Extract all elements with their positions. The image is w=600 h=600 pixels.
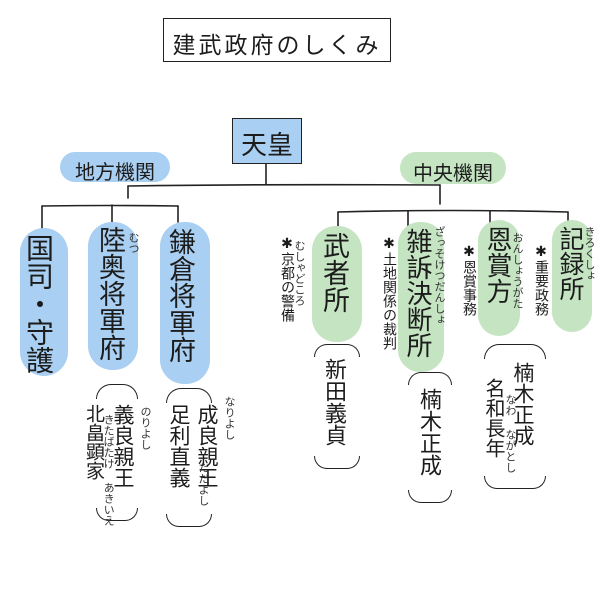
norinaga-shinno: 義良親王	[111, 404, 135, 488]
mushadokoro-duty: 京都の警備	[279, 252, 295, 322]
kirokusho-duty-star: ✱	[533, 244, 549, 260]
ashikaga-tadayoshi: 足利直義	[167, 404, 191, 488]
mutsu-ruby: むつ	[127, 232, 140, 254]
nitta-yoshisada: 新田義貞	[321, 358, 346, 446]
norinaga-ruby: のりよし	[139, 406, 152, 450]
central-highlight	[400, 152, 506, 184]
mushadokoro-duty-star: ✱	[279, 236, 295, 252]
kamakura-members-close	[166, 514, 212, 527]
kitabatake-ruby: きたばたけ あきいえ	[102, 414, 116, 526]
title-box: 建武政府のしくみ	[163, 18, 391, 62]
kusunoki1-bracket-open	[408, 372, 452, 385]
mushadokoro-highlight	[312, 226, 362, 342]
kitabatake-akiie: 北畠顕家	[83, 404, 105, 480]
emperor-box: 天皇	[232, 118, 302, 164]
onshogata-duty-star: ✱	[461, 244, 477, 260]
kokushi-highlight	[20, 228, 68, 376]
onshogata-bracket-open	[484, 344, 546, 359]
kusunoki-masashige-1: 楠木正成	[416, 388, 441, 476]
kirokusho-duty: 重要政務	[533, 260, 549, 316]
mutsu-highlight	[88, 222, 138, 370]
onshogata-highlight	[478, 220, 520, 336]
zasso-ruby: ざっそけつだんしょ	[433, 226, 446, 325]
emperor-label: 天皇	[240, 131, 293, 161]
page-title: 建武政府のしくみ	[172, 33, 382, 59]
nariyoshi-shinno: 成良親王	[195, 404, 219, 488]
nawa-ruby: なわ ながとし	[504, 394, 517, 473]
nitta-bracket-close	[314, 456, 360, 469]
kirokusho-label: 記録所	[556, 226, 585, 301]
zasso-duty: 土地関係の裁判	[381, 252, 397, 350]
kirokusho-highlight	[552, 220, 592, 332]
onshogata-ruby: おんしょうがた	[511, 232, 524, 309]
kusunoki-masashige-2: 楠木正成	[511, 362, 535, 446]
onshogata-duty: 恩賞事務	[461, 260, 477, 316]
mutsu-members-open	[96, 384, 138, 399]
kokushi-shugo-label: 国司・守護	[22, 234, 55, 374]
mutsu-shogunfu-label: 陸奥将軍府	[94, 226, 125, 361]
nariyoshi-ruby: なりよし	[223, 396, 236, 440]
kusunoki1-bracket-close	[408, 490, 452, 503]
kirokusho-ruby: きろくしょ	[583, 226, 596, 281]
regional-label: 地方機関	[75, 160, 155, 184]
regional-highlight	[60, 152, 170, 182]
zasso-ketsudansho-label: 雑訴決断所	[402, 228, 432, 358]
central-label: 中央機関	[413, 161, 493, 185]
zasso-highlight	[398, 222, 444, 372]
mushadokoro-label: 武者所	[318, 232, 349, 313]
kamakura-highlight	[160, 222, 210, 384]
onshogata-label: 恩賞方	[482, 226, 512, 304]
kamakura-shogunfu-label: 鎌倉将軍府	[164, 228, 195, 363]
nitta-bracket-open	[314, 344, 360, 357]
zasso-duty-star: ✱	[381, 236, 397, 252]
tadayoshi-ruby: ただよし	[197, 462, 210, 506]
mushadokoro-ruby: むしゃどころ	[293, 240, 306, 306]
kamakura-members-open	[166, 388, 212, 403]
onshogata-bracket-close	[484, 476, 546, 489]
nawa-nagatoshi: 名和長年	[482, 378, 506, 458]
